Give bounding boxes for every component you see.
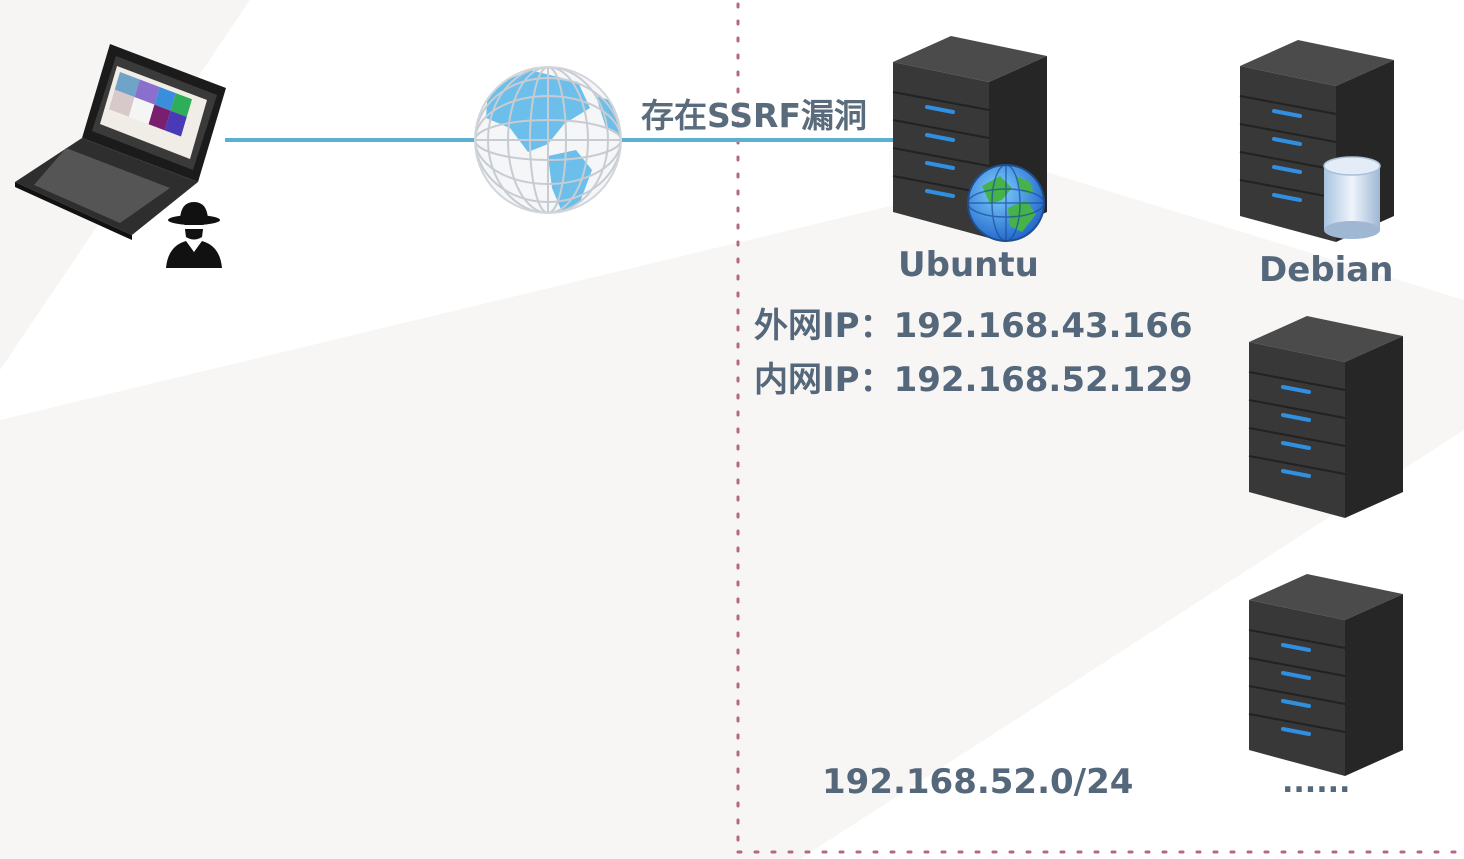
internal-ip-label: 内网IP：192.168.52.129 xyxy=(754,360,1193,400)
ubuntu-server-label: Ubuntu xyxy=(898,245,1039,285)
debian-server-label: Debian xyxy=(1259,250,1394,290)
more-hosts-label: ...... xyxy=(1282,765,1351,800)
server-icon xyxy=(1247,572,1405,778)
background-shade xyxy=(0,170,1464,859)
hacker-icon xyxy=(166,202,222,268)
internet-globe-icon xyxy=(474,66,622,214)
database-icon xyxy=(1323,156,1381,239)
server-icon xyxy=(1247,314,1405,520)
subnet-label: 192.168.52.0/24 xyxy=(822,762,1134,802)
external-ip-label: 外网IP：192.168.43.166 xyxy=(754,306,1193,346)
laptop-icon xyxy=(15,44,226,240)
ssrf-vulnerability-label: 存在SSRF漏洞 xyxy=(641,96,868,135)
web-globe-icon xyxy=(967,164,1045,242)
